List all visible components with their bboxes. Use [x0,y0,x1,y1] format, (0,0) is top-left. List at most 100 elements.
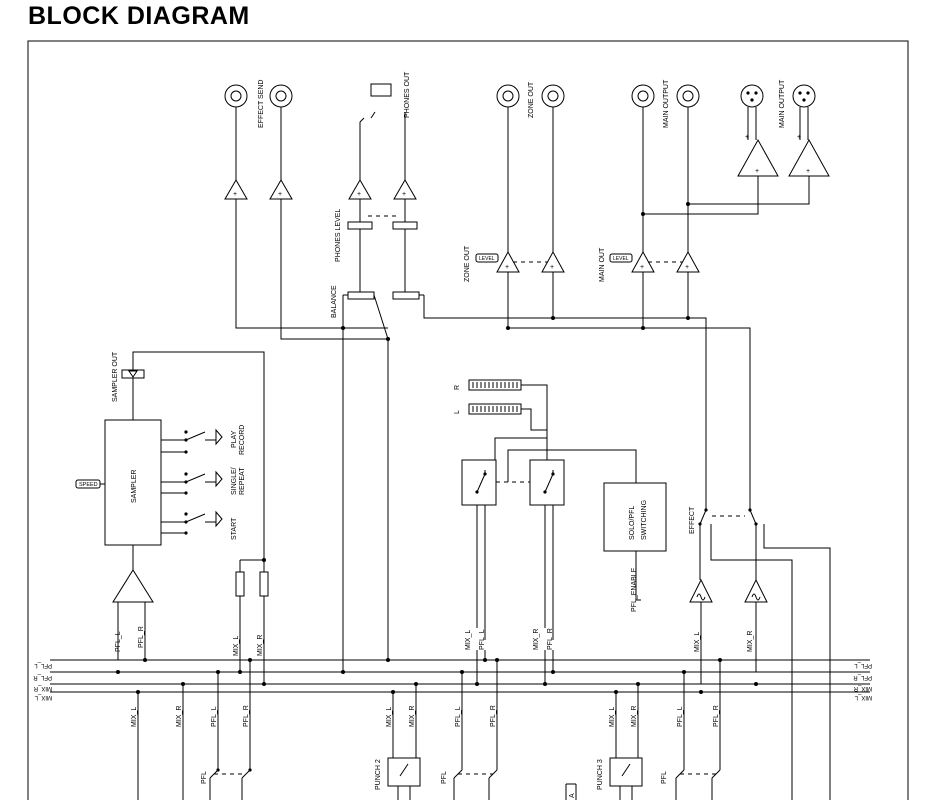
bus-right-mix-l: MIX_L [854,694,872,700]
svg-text:+: + [640,264,644,271]
solo1-pfl-l-label: PFL_L [479,629,486,650]
phones-level-label: PHONES LEVEL [335,209,342,262]
main-out-level-knob-label: LEVEL [613,256,629,262]
svg-text:+: + [797,134,801,141]
ch3-pfl-r-label: PFL_R [713,705,720,727]
phones-out-jack: PHONES OUT [359,71,411,123]
bus-right-mix-r: MIX_R [853,685,872,691]
ch1-mix-l-label: MIX_L [131,707,138,727]
svg-text:+: + [278,191,282,198]
bus-left-mix-l: MIX_L [34,694,52,700]
effect-mix-l-label: MIX_L [694,632,701,652]
effect-label: EFFECT [689,506,696,534]
sampler-pfl-l-label: PFL_L [115,631,122,652]
sampler-label: SAMPLER [131,470,138,503]
svg-text:+: + [357,191,361,198]
effect-send-jacks: EFFECT SEND [224,80,293,129]
meter-l-label: L [454,410,461,414]
solo-pfl-switching-block: SOLO/PFL SWITCHING PFL_ENABLE [603,482,667,612]
solo-pfl-label: SOLO/PFL [629,506,636,540]
bus-lines [50,658,870,694]
zone-out-level-knob-label: LEVEL [479,256,495,262]
channel-1-taps: MIX_L MIX_R PFL_L PFL_R PFL [131,660,252,800]
sampler-out: SAMPLER OUT [112,351,265,560]
channel-2-taps: MIX_L MIX_R PFL_L PFL_R PUNCH 2 PFL [375,660,498,800]
main-output-jacks: MAIN OUTPUT [631,79,700,128]
svg-text:+: + [755,168,759,175]
sampler-pfl-r-label: PFL_R [138,626,145,648]
ch3-pfl-l-label: PFL_L [677,706,684,727]
zone-out-level-section: + + LEVEL ZONE OUT [464,107,565,328]
punch-3-label: PUNCH 3 [597,759,604,790]
ch3-pfl-label: PFL [661,771,668,784]
punch-2-label: PUNCH 2 [375,759,382,790]
sampler-switches: PLAY RECORD SINGLE/ REPEAT START [161,425,246,540]
ch2-mix-l-label: MIX_L [386,707,393,727]
phones-out-label: PHONES OUT [404,71,411,118]
effect-send-label: EFFECT SEND [258,80,265,129]
switching-label: SWITCHING [641,500,648,540]
svg-text:+: + [402,191,406,198]
effect-send-amps: ++ [224,107,388,340]
main-output-xlr-label: MAIN OUTPUT [779,79,786,128]
balance-label: BALANCE [331,285,338,318]
phones-level-pots: PHONES LEVEL [335,209,418,292]
zone-out-jacks: ZONE OUT [496,81,565,118]
zone-out-jack-label: ZONE OUT [528,81,535,118]
ch3-mix-r-label: MIX_R [631,706,638,727]
single-repeat-label-2: REPEAT [239,467,246,495]
ch2-mix-r-label: MIX_R [409,706,416,727]
pfl-enable-label: PFL_ENABLE [631,567,638,612]
svg-text:+: + [505,264,509,271]
sampler-mix-r-label: MIX_R [257,635,264,656]
bus-left-pfl-r: PFL_R [33,674,52,680]
speed-knob-label: SPEED [79,482,98,488]
phones-amps: ++ [348,118,417,222]
diagram-frame [27,40,909,800]
single-repeat-label-1: SINGLE/ [231,467,238,495]
bus-right-pfl-l: PFL_L [854,662,872,668]
meter-segments-l [472,406,518,412]
main-output-balanced-amps: ++ [643,138,830,215]
main-output-xlr-connectors: MAIN OUTPUT + + [740,79,816,141]
bus-labels-left: PFL_L PFL_R MIX_R MIX_L [33,662,52,700]
svg-text:+: + [550,264,554,271]
start-label: START [231,517,238,540]
ch2-pfl-l-label: PFL_L [455,706,462,727]
meter-r-label: R [454,385,461,390]
main-out-level-section: ++ LEVEL MAIN OUT [341,107,751,510]
solo1-mix-l-label: MIX_L [465,630,472,650]
a-label: A [569,793,576,798]
svg-text:+: + [745,134,749,141]
level-meters: R L [454,379,548,460]
ch1-pfl-label: PFL [201,771,208,784]
ch2-pfl-r-label: PFL_R [490,705,497,727]
bus-left-pfl-l: PFL_L [34,662,52,668]
main-out-level-label: MAIN OUT [599,247,606,282]
sampler-input-amp: PFL_L PFL_R [112,545,154,660]
balance-pots: BALANCE [331,285,707,672]
sampler-mix-resistors: MIX_L MIX_R [233,558,269,684]
ch3-mix-l-label: MIX_L [609,707,616,727]
solo-pfl-switch-boxes: MIX_L PFL_L MIX_R PFL_R [461,430,637,684]
ch1-mix-r-label: MIX_R [176,706,183,727]
solo2-mix-r-label: MIX_R [533,629,540,650]
svg-text:+: + [233,191,237,198]
sampler-block: SAMPLER SPEED [75,419,162,546]
bus-labels-right: PFL_L PFL_R MIX_R MIX_L [853,662,872,700]
bus-right-pfl-r: PFL_R [853,674,872,680]
play-record-label-2: RECORD [239,425,246,455]
effect-switches: EFFECT MIX_L MIX_R [689,506,831,800]
ch1-pfl-r-label: PFL_R [243,705,250,727]
zone-out-level-label: ZONE OUT [464,245,471,282]
meter-segments-r [472,382,518,388]
bus-left-mix-r: MIX_R [33,685,52,691]
page-title: BLOCK DIAGRAM [28,2,250,30]
channel-3-taps: MIX_L MIX_R PFL_L PFL_R PUNCH 3 PFL A [565,660,721,800]
sampler-mix-l-label: MIX_L [233,636,240,656]
play-record-label-1: PLAY [231,430,238,448]
main-output-jack-label: MAIN OUTPUT [663,79,670,128]
svg-text:+: + [806,168,810,175]
ch2-pfl-label: PFL [441,771,448,784]
